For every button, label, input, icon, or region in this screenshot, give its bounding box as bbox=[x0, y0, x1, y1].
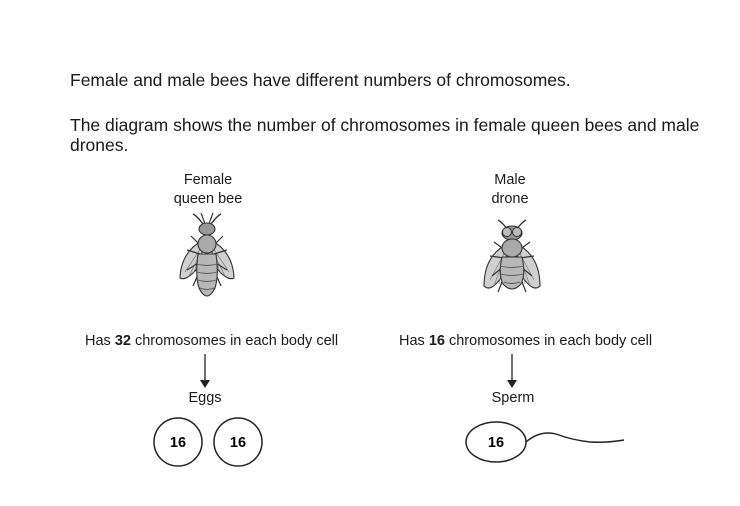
egg-cell-1-count: 16 bbox=[170, 435, 186, 451]
female-label: Female queen bee bbox=[160, 171, 256, 209]
female-label-line2: queen bee bbox=[173, 191, 243, 207]
egg-cell-2-count: 16 bbox=[230, 435, 246, 451]
sperm-label: Sperm bbox=[491, 390, 535, 406]
female-chromosome-info: Has 32 chromosomes in each body cell bbox=[85, 333, 339, 349]
female-chromosome-count: 32 bbox=[114, 333, 131, 349]
drone-bee-icon bbox=[483, 219, 541, 293]
sperm-cell: 16 bbox=[465, 421, 625, 463]
male-label: Male drone bbox=[462, 171, 558, 209]
male-chromosome-count: 16 bbox=[428, 333, 445, 349]
sperm-tail bbox=[525, 432, 625, 443]
male-label-line2: drone bbox=[491, 191, 529, 207]
intro-line-2: The diagram shows the number of chromoso… bbox=[70, 115, 700, 155]
egg-cell-1: 16 bbox=[153, 417, 203, 467]
male-label-line1: Male bbox=[494, 172, 526, 188]
egg-cell-2: 16 bbox=[213, 417, 263, 467]
sperm-cell-count: 16 bbox=[488, 435, 504, 451]
eggs-label: Eggs bbox=[188, 390, 222, 406]
queen-bee-icon bbox=[179, 212, 235, 297]
intro-line-1: Female and male bees have different numb… bbox=[70, 70, 571, 90]
male-chromosome-info: Has 16 chromosomes in each body cell bbox=[399, 333, 653, 349]
female-label-line1: Female bbox=[183, 172, 233, 188]
